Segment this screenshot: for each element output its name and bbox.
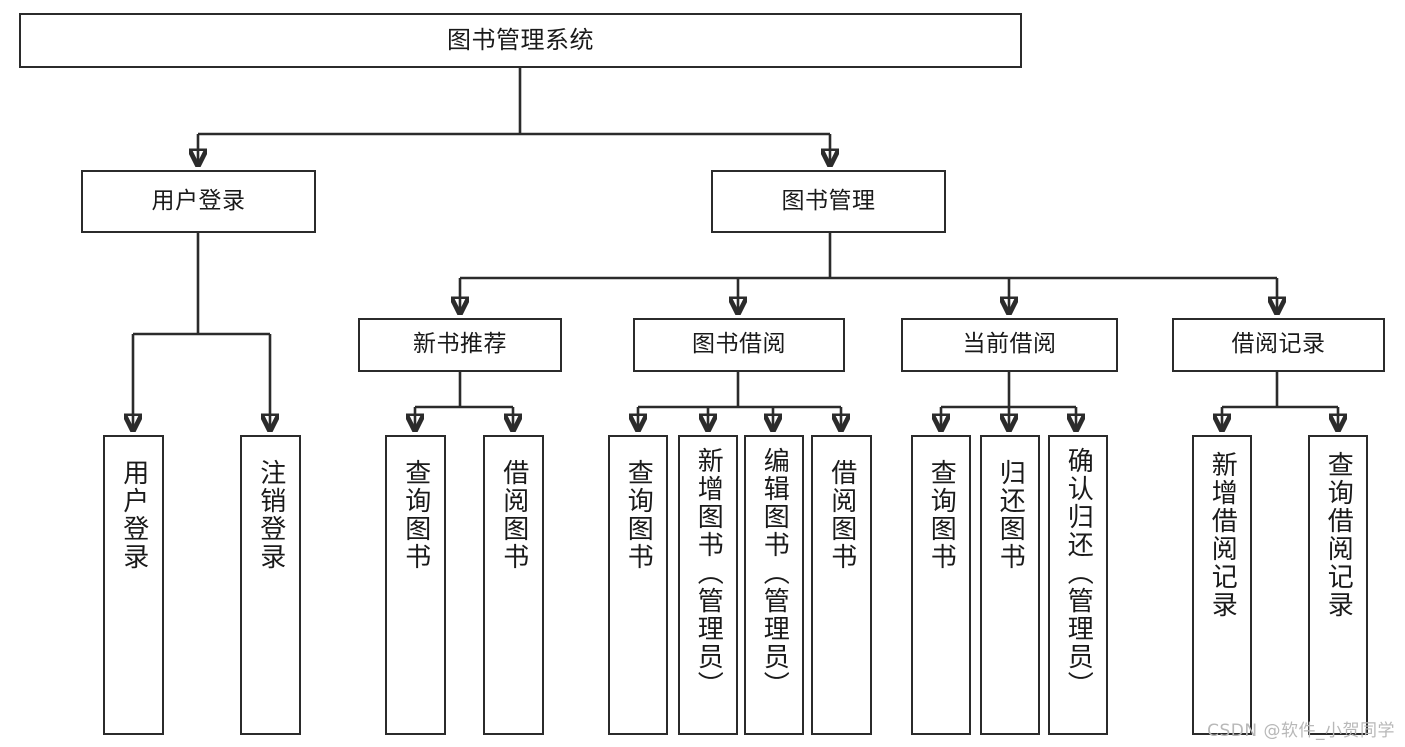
leaf-return-book[interactable]: 归还图书: [980, 435, 1040, 735]
leaf-confirm-return[interactable]: 确认归还（管理员）: [1048, 435, 1108, 735]
leaf-add-book[interactable]: 新增图书（管理员）: [678, 435, 738, 735]
leaf-query-book-recommend[interactable]: 查询图书: [385, 435, 446, 735]
node-book-borrow[interactable]: 图书借阅: [633, 318, 845, 372]
leaf-query-book-current[interactable]: 查询图书: [911, 435, 971, 735]
node-label: 借阅记录: [1231, 331, 1326, 358]
node-label: 编辑图书（管理员）: [759, 447, 790, 699]
node-label: 用户登录: [151, 187, 246, 214]
node-label: 图书管理系统: [447, 26, 594, 55]
node-label: 图书借阅: [692, 331, 786, 358]
node-label: 查询图书: [926, 459, 957, 571]
leaf-query-borrow-record[interactable]: 查询借阅记录: [1308, 435, 1368, 735]
node-label: 查询借阅记录: [1323, 451, 1354, 619]
csdn-watermark: CSDN @软件_小贺同学: [1207, 721, 1395, 741]
node-borrow-record[interactable]: 借阅记录: [1172, 318, 1385, 372]
node-label: 确认归还（管理员）: [1063, 447, 1094, 699]
node-label: 注销登录: [255, 459, 286, 571]
leaf-borrow-book-recommend[interactable]: 借阅图书: [483, 435, 544, 735]
node-label: 新增图书（管理员）: [693, 447, 724, 699]
leaf-borrow-book-borrow[interactable]: 借阅图书: [811, 435, 872, 735]
leaf-user-login[interactable]: 用户登录: [103, 435, 164, 735]
node-label: 用户登录: [118, 459, 149, 571]
node-label: 借阅图书: [826, 459, 857, 571]
leaf-add-borrow-record[interactable]: 新增借阅记录: [1192, 435, 1252, 735]
node-new-book-recommend[interactable]: 新书推荐: [358, 318, 562, 372]
node-label: 当前借阅: [962, 331, 1057, 358]
node-label: 归还图书: [995, 459, 1026, 571]
node-root-book-management-system[interactable]: 图书管理系统: [19, 13, 1022, 68]
node-label: 图书管理: [781, 187, 876, 214]
leaf-edit-book[interactable]: 编辑图书（管理员）: [744, 435, 804, 735]
leaf-query-book-borrow[interactable]: 查询图书: [608, 435, 668, 735]
leaf-logout[interactable]: 注销登录: [240, 435, 301, 735]
node-label: 新增借阅记录: [1207, 451, 1238, 619]
node-label: 新书推荐: [413, 331, 507, 358]
node-book-management[interactable]: 图书管理: [711, 170, 946, 233]
node-user-login[interactable]: 用户登录: [81, 170, 316, 233]
node-label: 查询图书: [623, 459, 654, 571]
node-label: 借阅图书: [498, 459, 529, 571]
node-label: 查询图书: [400, 459, 431, 571]
node-current-borrow[interactable]: 当前借阅: [901, 318, 1118, 372]
